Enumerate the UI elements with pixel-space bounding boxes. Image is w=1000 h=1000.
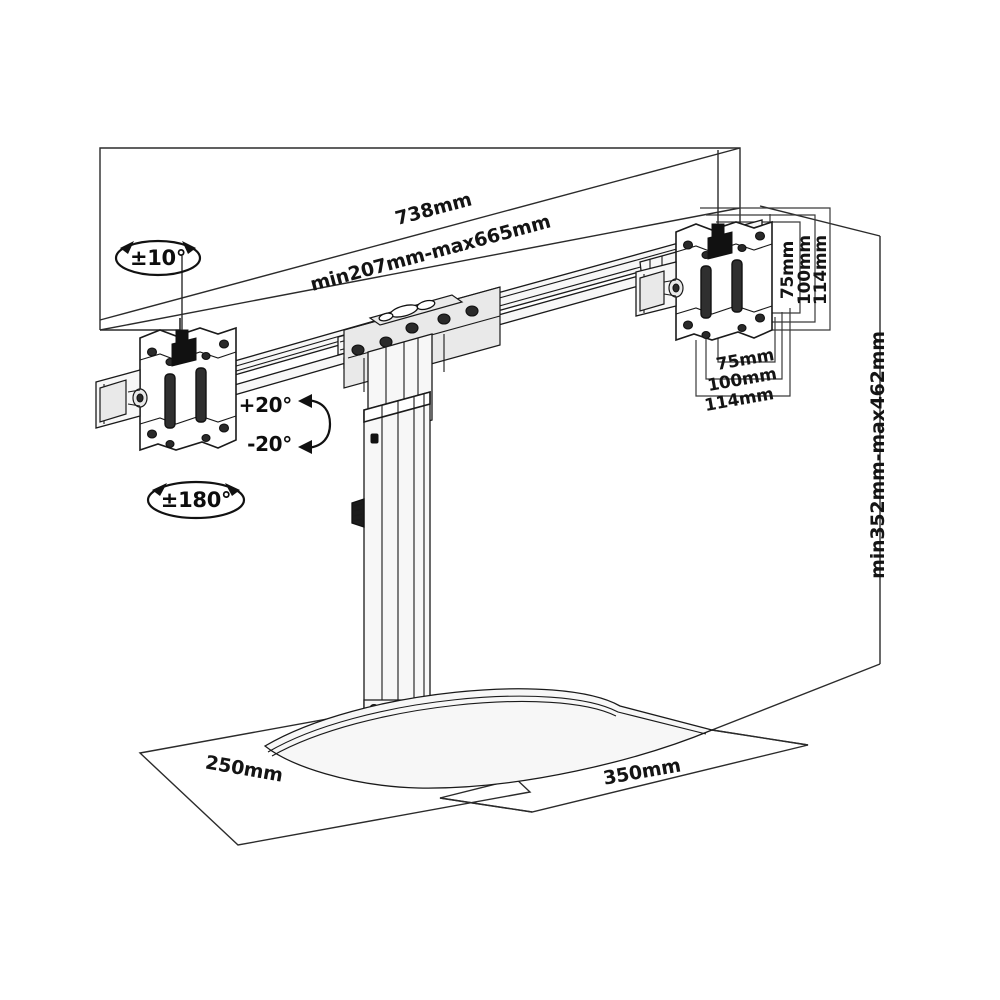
dimension-arm-span	[99, 207, 741, 365]
base-plate	[263, 688, 715, 789]
label-vesa-v-114: 114mm	[811, 235, 831, 305]
label-vesa-v-75: 75mm	[778, 241, 798, 299]
label-height: min352mm-max462mm	[867, 331, 889, 579]
dimension-height	[711, 205, 881, 731]
left-vesa-bracket	[95, 256, 237, 452]
label-arm-span: min207mm-max665mm	[308, 211, 553, 296]
angle-180-symbol: ±180°	[146, 480, 246, 520]
angle-tilt-symbol: +20° -20°	[239, 393, 332, 456]
label-vesa-v-100: 100mm	[795, 235, 815, 305]
dimension-738mm	[99, 147, 741, 321]
angle-plus20-label: +20°	[239, 393, 292, 417]
label-base-depth: 250mm	[204, 751, 285, 786]
dimension-vesa-horizontal	[695, 308, 791, 397]
angle-180-label: ±180°	[161, 488, 231, 512]
label-overall-width: 738mm	[393, 188, 474, 230]
angle-10-label: ±10°	[130, 246, 186, 270]
right-vesa-bracket	[635, 150, 773, 342]
angle-minus20-label: -20°	[247, 432, 292, 456]
angle-10-symbol: ±10°	[114, 239, 202, 277]
